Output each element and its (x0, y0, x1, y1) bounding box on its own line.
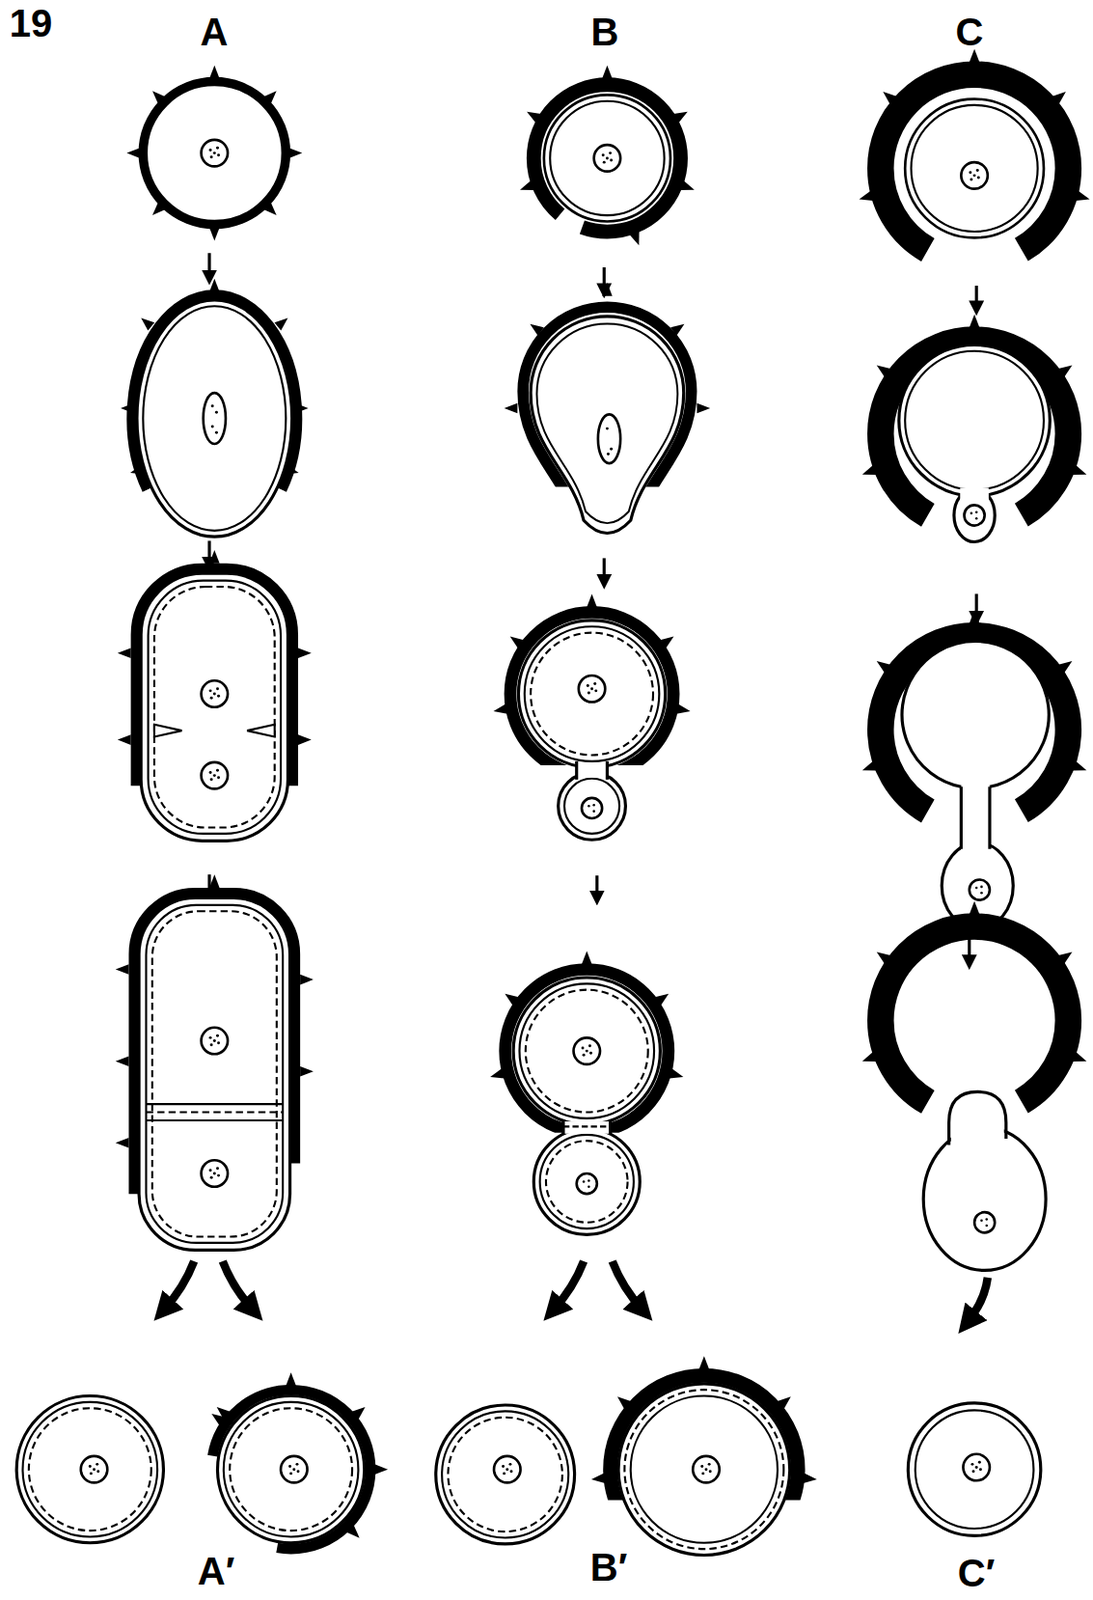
spore-b3 (492, 593, 692, 840)
spore-c3 (860, 609, 1089, 929)
spore-a4 (115, 874, 314, 1250)
spore-a-prime (16, 1371, 388, 1549)
column-letter: B (591, 12, 620, 52)
result-label: C′ (957, 1553, 995, 1592)
figure-number: 19 (9, 3, 54, 43)
column-letter: A (200, 12, 229, 52)
spore-c2 (860, 314, 1089, 543)
column-letter: C (956, 12, 984, 52)
spore-b2 (504, 282, 711, 547)
spore-c1 (857, 49, 1092, 263)
spore-a3 (117, 549, 312, 841)
result-label: B′ (590, 1547, 628, 1586)
spore-b4 (489, 950, 685, 1234)
spore-a1 (126, 65, 302, 242)
spore-b-prime (436, 1355, 818, 1563)
spore-b1 (518, 65, 696, 247)
spore-c-prime (907, 1402, 1040, 1535)
spore-c4 (860, 901, 1089, 1271)
spore-a2 (120, 278, 309, 538)
result-label: A′ (197, 1551, 235, 1590)
